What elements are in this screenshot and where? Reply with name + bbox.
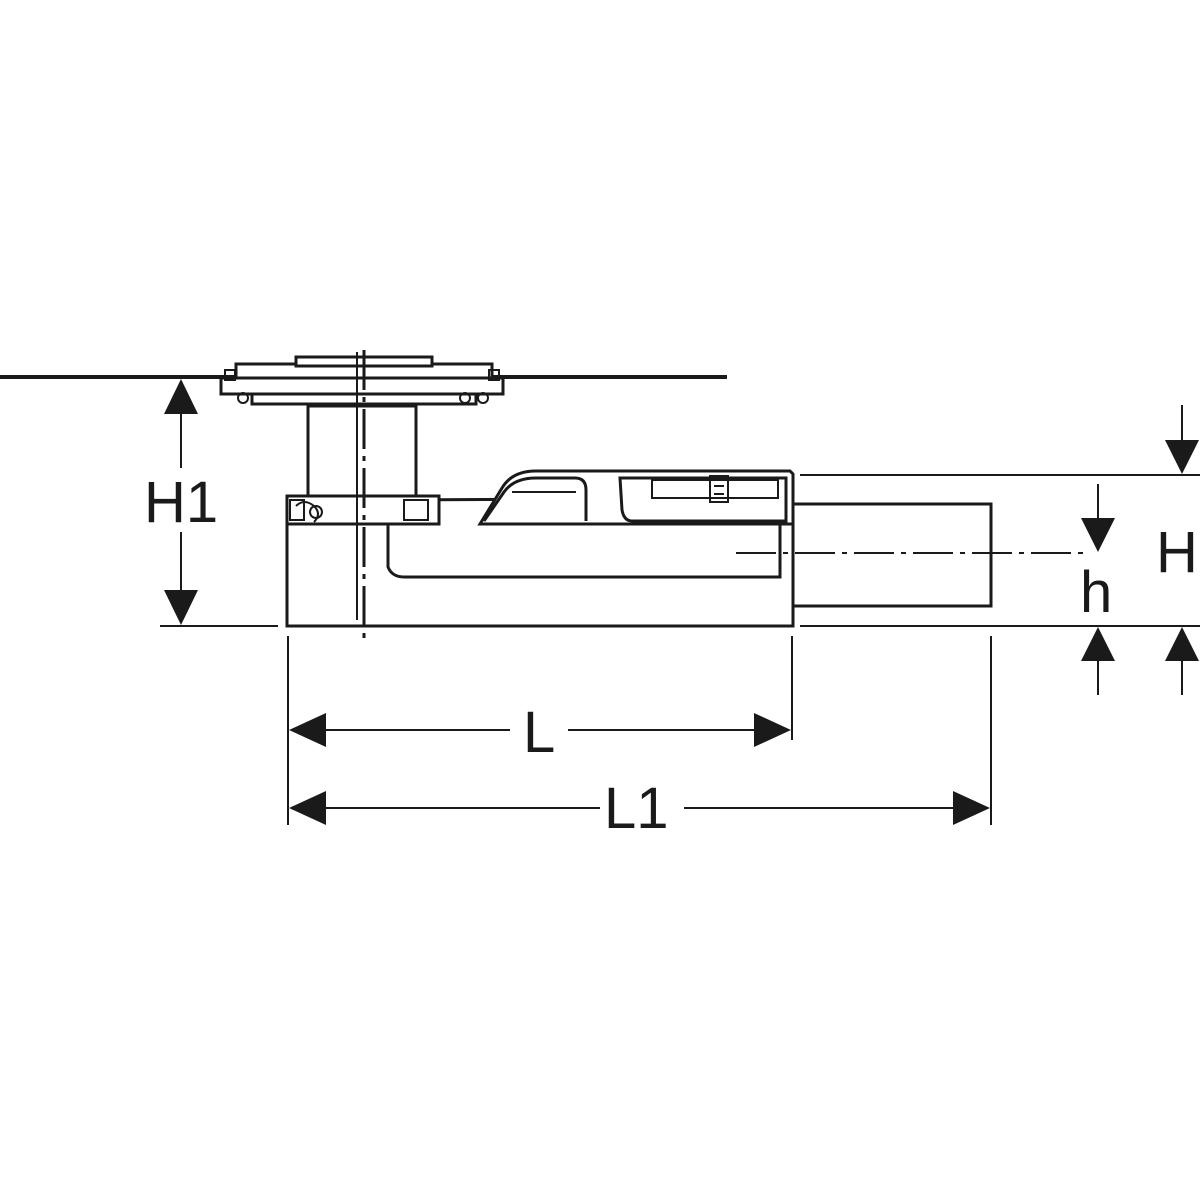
center-line	[356, 350, 366, 640]
l1-arrow-left	[289, 791, 326, 825]
drain-body	[285, 469, 795, 628]
l-arrow-left	[289, 713, 326, 747]
extension-lines	[160, 474, 1200, 825]
label-h-upper: H	[1156, 520, 1198, 585]
outlet-pipe	[791, 502, 993, 608]
label-h-lower: h	[1080, 560, 1112, 625]
h-arrow-bottom	[1165, 627, 1199, 661]
dimension-h: H	[1156, 405, 1199, 695]
riser-tube	[306, 404, 418, 498]
l-arrow-right	[754, 713, 791, 747]
h-lower-arrow-bottom	[1081, 627, 1115, 661]
dimension-l1: L1	[289, 776, 990, 841]
dimension-l: L	[289, 700, 791, 765]
label-h1: H1	[144, 470, 218, 535]
label-l1: L1	[604, 776, 669, 841]
h-arrow-top	[1165, 440, 1199, 474]
label-l: L	[523, 700, 555, 765]
h1-arrow-top	[164, 379, 198, 414]
h1-arrow-bottom	[164, 590, 198, 625]
dimension-h-lower: h	[1080, 484, 1115, 695]
top-flange	[219, 355, 505, 406]
dimension-h1: H1	[140, 379, 224, 625]
h-lower-arrow-top	[1081, 518, 1115, 552]
l1-arrow-right	[953, 791, 990, 825]
